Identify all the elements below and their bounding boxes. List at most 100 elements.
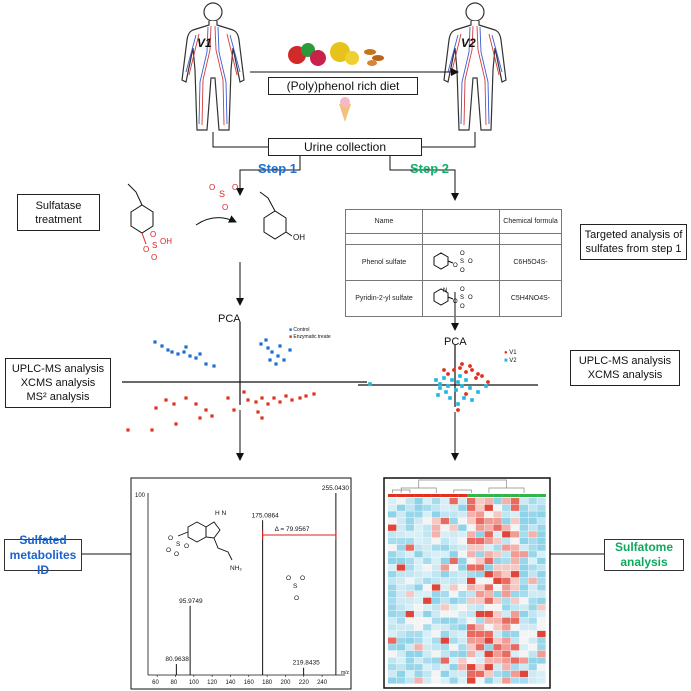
pca-point	[232, 408, 236, 412]
pca-point	[176, 352, 180, 356]
x-tick-label: 240	[317, 680, 328, 686]
svg-text:O: O	[453, 299, 458, 305]
heatmap-cell	[458, 670, 467, 677]
heatmap-cell	[405, 597, 414, 604]
heatmap-cell	[396, 664, 406, 671]
heatmap-cell	[467, 597, 476, 604]
heatmap-cell	[502, 498, 511, 505]
x-tick-label: 200	[280, 680, 291, 686]
x-tick-label: 180	[262, 680, 273, 686]
heatmap-cell	[467, 610, 476, 618]
heatmap-cell	[405, 604, 414, 611]
heatmap-group-bar	[449, 494, 459, 497]
heatmap-cell	[458, 504, 467, 511]
heatmap-cell	[405, 504, 414, 511]
heatmap-group-bar	[414, 494, 424, 497]
heatmap-cell	[475, 504, 485, 511]
heatmap-cell	[414, 557, 423, 565]
heatmap-cell	[423, 630, 432, 638]
pca-point	[480, 374, 484, 378]
heatmap-cell	[484, 630, 493, 638]
x-tick-label: 60	[152, 680, 159, 686]
heatmap-cell	[449, 577, 458, 584]
heatmap-cell	[537, 571, 546, 578]
heatmap-cell	[519, 551, 529, 558]
heatmap-cell	[449, 498, 458, 505]
heatmap-cell	[440, 630, 450, 638]
svg-text:O: O	[184, 543, 189, 550]
heatmap-cell	[423, 537, 432, 545]
heatmap-cell	[458, 650, 467, 658]
pca-point	[188, 354, 192, 358]
heatmap-cell	[537, 577, 546, 584]
pca-left-legend: ■ Control ■ Enzymatic treate	[289, 327, 331, 341]
heatmap-cell	[414, 670, 423, 677]
heatmap-cell	[388, 637, 397, 644]
pca-point	[166, 348, 170, 352]
heatmap-cell	[510, 650, 520, 658]
pca-point	[476, 372, 480, 376]
heatmap-cell	[423, 597, 432, 604]
heatmap-cell	[440, 504, 450, 511]
heatmap-cell	[475, 544, 485, 551]
heatmap-cell	[502, 657, 511, 664]
pca-point	[460, 384, 464, 388]
peak-label: 175.0864	[252, 512, 279, 519]
heatmap-cell	[423, 557, 432, 565]
heatmap-cell	[519, 557, 529, 565]
pca-point	[272, 396, 276, 400]
pca-point	[242, 390, 246, 394]
pca-point	[264, 338, 268, 342]
heatmap-cell	[449, 657, 458, 664]
pca-point	[452, 368, 456, 372]
heatmap-cell	[388, 571, 397, 578]
table-header-row: Name Chemical formula	[345, 209, 562, 234]
heatmap-cell	[519, 664, 529, 671]
heatmap-cell	[449, 517, 458, 525]
heatmap-cell	[528, 517, 537, 525]
urine-collection-box: Urine collection	[268, 138, 422, 156]
pca-point	[290, 398, 294, 402]
heatmap-cell	[537, 531, 546, 538]
heatmap-cell	[475, 498, 485, 505]
heatmap-cell	[510, 544, 520, 551]
heatmap-cell	[396, 650, 406, 658]
heatmap-cell	[475, 630, 485, 638]
heatmap-cell	[502, 630, 511, 638]
heatmap-cell	[519, 630, 529, 638]
heatmap-cell	[423, 610, 432, 618]
heatmap-cell	[388, 644, 397, 651]
heatmap-cell	[431, 511, 441, 518]
heatmap-cell	[388, 604, 397, 611]
heatmap-cell	[449, 504, 458, 511]
pca-point	[198, 352, 202, 356]
heatmap-cell	[502, 617, 511, 624]
heatmap-cell	[475, 624, 485, 631]
heatmap-cell	[475, 670, 485, 677]
heatmap-cell	[519, 610, 529, 618]
heatmap-cell	[449, 584, 458, 591]
heatmap-cell	[502, 591, 511, 598]
heatmap-cell	[458, 557, 467, 565]
peak-label: 219.8435	[293, 660, 320, 667]
heatmap-cell	[414, 677, 423, 684]
heatmap-cell	[414, 577, 423, 584]
heatmap-cell	[519, 584, 529, 591]
sulfated-line-2: metabolites ID	[9, 547, 77, 577]
svg-text:S: S	[460, 259, 464, 265]
table-cell-name: Pyridin-2-yl sulfate	[345, 280, 423, 317]
heatmap-cell	[388, 584, 397, 591]
heatmap-cell	[440, 617, 450, 624]
svg-text:O: O	[468, 295, 473, 301]
heatmap-cell	[467, 584, 476, 591]
sulfatome-box: Sulfatome analysis	[604, 539, 684, 571]
heatmap-cell	[519, 517, 529, 525]
heatmap-cell	[484, 591, 493, 598]
heatmap-cell	[475, 531, 485, 538]
pca-point	[444, 390, 448, 394]
legend-item: ● V1	[504, 350, 517, 356]
heatmap-cell	[449, 630, 458, 638]
heatmap-cell	[467, 677, 476, 684]
